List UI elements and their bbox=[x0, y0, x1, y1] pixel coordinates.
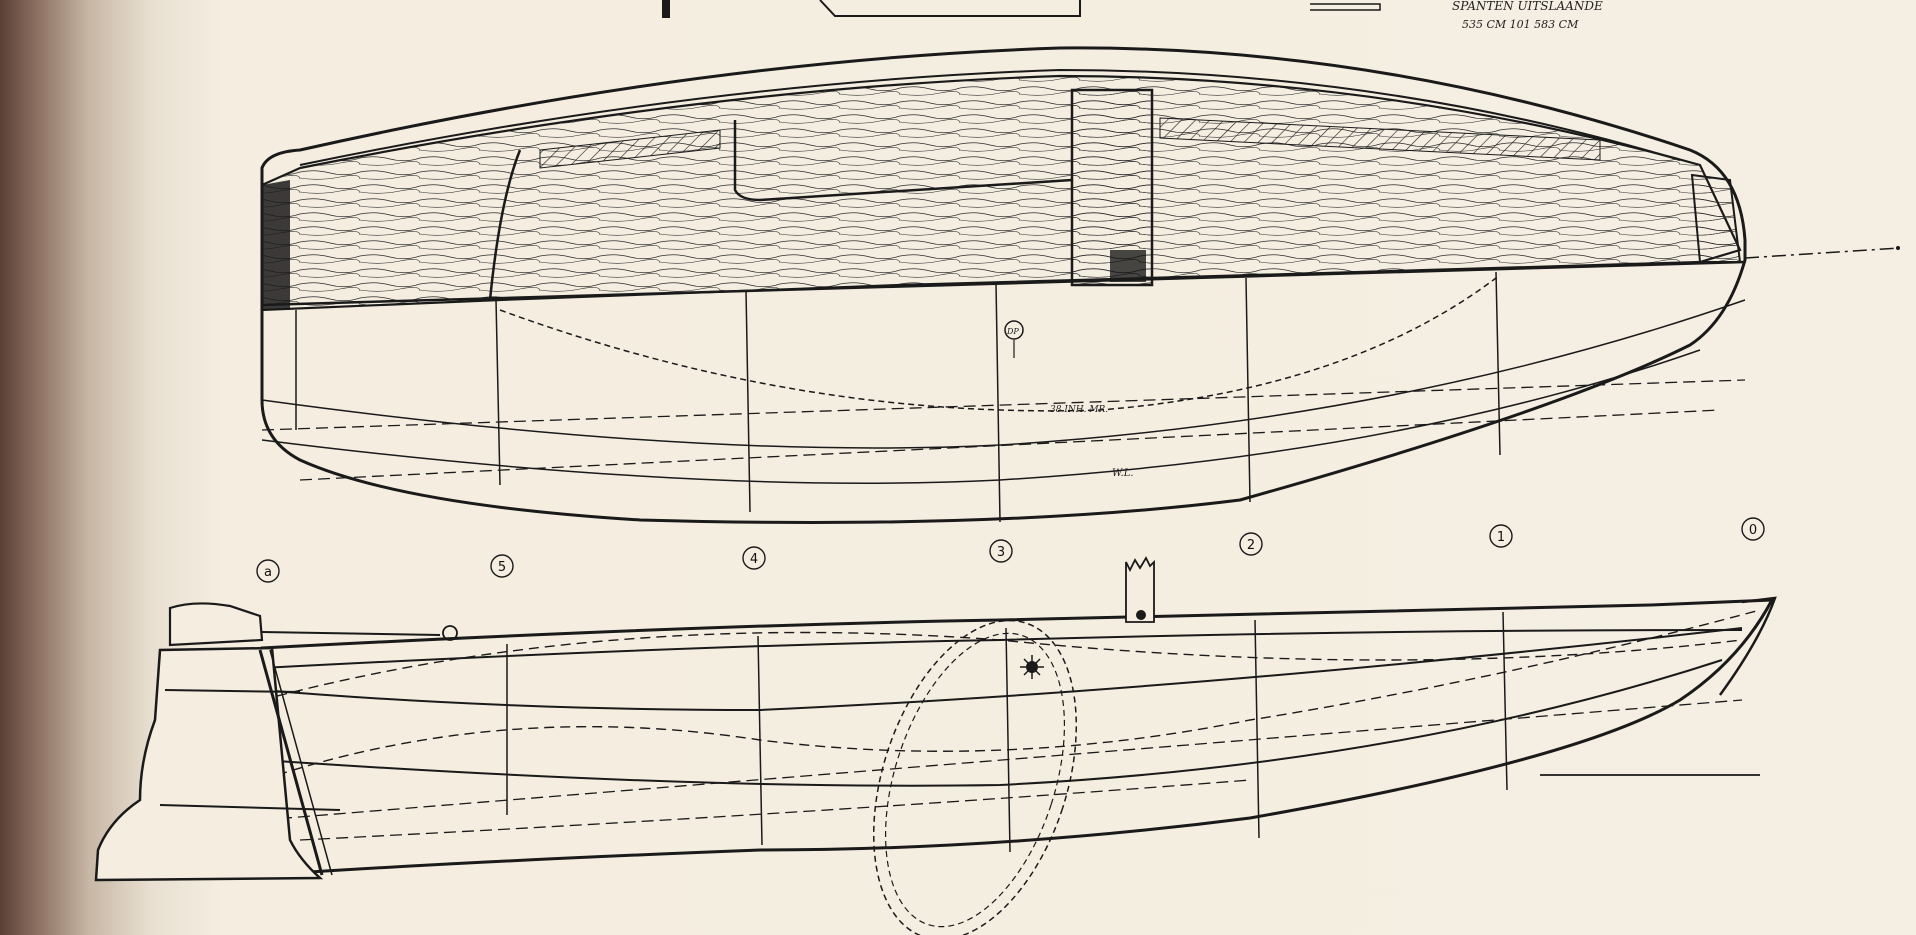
side-profile-view bbox=[94, 556, 1777, 935]
waterline-profile-2 bbox=[299, 779, 1251, 841]
deck-hatch-1 bbox=[539, 129, 721, 169]
station-markers: a 5 4 3 2 1 0 bbox=[256, 517, 1765, 583]
station-label-4: 4 bbox=[750, 552, 758, 567]
header-box bbox=[819, 0, 1081, 17]
buttock-line-1 bbox=[261, 631, 1743, 701]
centerboard-pivot-icon bbox=[1020, 655, 1044, 679]
transom bbox=[262, 180, 290, 310]
station-line-profile-1 bbox=[1502, 611, 1508, 791]
header-fragment bbox=[662, 0, 1381, 18]
bow-stem bbox=[1718, 596, 1777, 696]
buttock-line-2 bbox=[261, 609, 1761, 781]
station-line-plan-4 bbox=[745, 289, 751, 513]
centerline-end-dot bbox=[1896, 246, 1900, 250]
waterline-plan-1 bbox=[261, 379, 1746, 431]
deck-plan-outline bbox=[260, 46, 1747, 524]
pintle-upper bbox=[164, 689, 301, 693]
plan-dashed-curve bbox=[499, 274, 1501, 412]
mast-step bbox=[1110, 250, 1146, 282]
station-line-profile-2 bbox=[1254, 619, 1260, 839]
dp-label: DP bbox=[1006, 327, 1019, 336]
deck-sheer-line bbox=[261, 260, 1746, 307]
deck-plan-view bbox=[260, 46, 1901, 524]
rudder-stock bbox=[258, 649, 324, 876]
coaming-aft bbox=[488, 149, 522, 301]
mast-bolt bbox=[1136, 610, 1146, 620]
station-line-profile-3 bbox=[1005, 627, 1011, 853]
centerline-extension bbox=[1744, 247, 1901, 259]
pintle-lower bbox=[159, 804, 341, 811]
station-label-a: a bbox=[264, 565, 272, 580]
rudder bbox=[94, 646, 324, 882]
header-small-box bbox=[1310, 3, 1381, 11]
rudder-head bbox=[168, 602, 264, 647]
strake-line-1 bbox=[261, 627, 1743, 712]
waterline-profile-1 bbox=[261, 699, 1743, 821]
station-circle-3 bbox=[989, 539, 1013, 563]
centerboard-outline bbox=[872, 619, 1078, 935]
station-line-plan-5 bbox=[495, 299, 501, 486]
station-label-1: 1 bbox=[1497, 530, 1505, 545]
station-label-5: 5 bbox=[498, 560, 506, 575]
waterline-label-1: 38 INH. MR. bbox=[1050, 405, 1108, 415]
station-line-plan-1 bbox=[1495, 271, 1501, 456]
chine-line-plan bbox=[261, 299, 1746, 449]
deck-inner-gunwale bbox=[299, 68, 1681, 166]
waterline-plan-2 bbox=[299, 409, 1721, 481]
station-label-0: 0 bbox=[1749, 523, 1757, 538]
centerboard-inner bbox=[884, 632, 1066, 928]
header-note-line2: 535 CM 101 583 CM bbox=[1462, 18, 1579, 31]
station-circle-a bbox=[256, 559, 280, 583]
coaming-side bbox=[733, 120, 1073, 202]
mast-stub bbox=[1125, 556, 1155, 623]
station-line-plan-2 bbox=[1245, 277, 1251, 503]
station-circle-2 bbox=[1239, 532, 1263, 556]
station-circle-1 bbox=[1489, 524, 1513, 548]
bilge-line-plan bbox=[261, 349, 1701, 484]
strake-line-2 bbox=[261, 659, 1723, 787]
rudder-stock-inner bbox=[269, 649, 333, 876]
tiller bbox=[261, 631, 441, 636]
hull-profile-outline bbox=[260, 598, 1775, 877]
header-mark bbox=[662, 0, 670, 18]
station-circle-5 bbox=[490, 554, 514, 578]
station-label-2: 2 bbox=[1247, 538, 1255, 553]
station-circle-4 bbox=[742, 546, 766, 570]
deck-hatch-2 bbox=[1159, 117, 1601, 161]
station-label-3: 3 bbox=[997, 545, 1005, 560]
station-line-profile-4 bbox=[757, 635, 763, 846]
station-line-plan-3 bbox=[995, 282, 1001, 523]
header-note-line1: SPANTEN UITSLAANDE bbox=[1452, 0, 1603, 13]
tiller-end bbox=[442, 625, 458, 641]
station-circle-0 bbox=[1741, 517, 1765, 541]
dp-marker bbox=[1004, 320, 1024, 340]
waterline-label-2: W.L. bbox=[1112, 468, 1134, 479]
